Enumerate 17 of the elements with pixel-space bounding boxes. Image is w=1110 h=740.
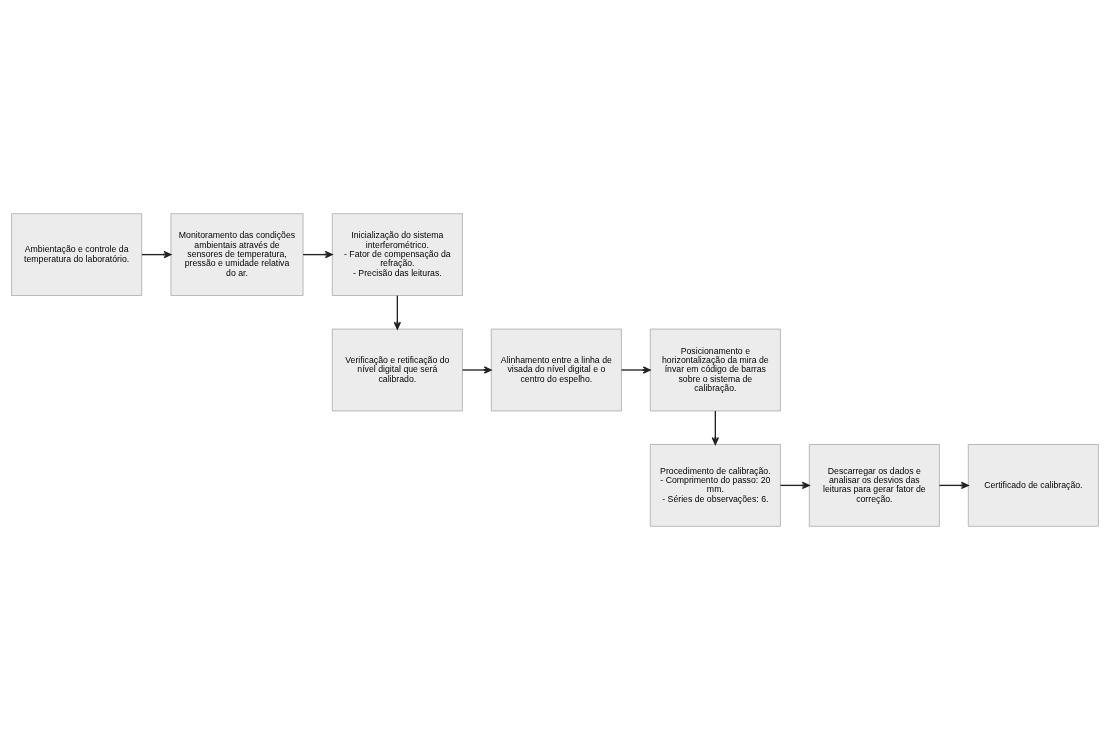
arrow — [461, 366, 492, 374]
arrow — [711, 410, 720, 445]
node-box: Descarregar os dados e analisar os desvios das leituras para gerar fator de correção. — [808, 444, 940, 527]
node-box: Procedimento de calibração. - Comprimento do passo: 20 mm. - Séries de observações: 6. — [649, 444, 781, 527]
node-box: Certificado de calibração. — [967, 444, 1099, 527]
node-box: Alinhamento entre a linha de visada do nível digital e o centro do espelho. — [490, 328, 622, 412]
arrow — [302, 250, 333, 259]
node-box: Verificação e retificação do nível digital que será calibrado. — [331, 328, 463, 412]
arrow — [779, 481, 810, 490]
node-box: Monitoramento das condições ambientais através de sensores de temperatura, pressão e umidade relativa do ar. — [170, 213, 304, 296]
arrow — [938, 481, 969, 490]
arrow — [393, 294, 402, 330]
node-box: Posicionamento e horizontalização da mira de ínvar em código de barras sobre o sistema de calibração. — [649, 328, 781, 412]
node-box: Inicialização do sistema interferométrico. - Fator de compensação da refração. - Precisão das leituras. — [331, 213, 463, 296]
arrow — [141, 250, 172, 259]
arrow — [620, 366, 651, 374]
node-box: Ambientação e controle da temperatura do laboratório. — [11, 213, 143, 296]
